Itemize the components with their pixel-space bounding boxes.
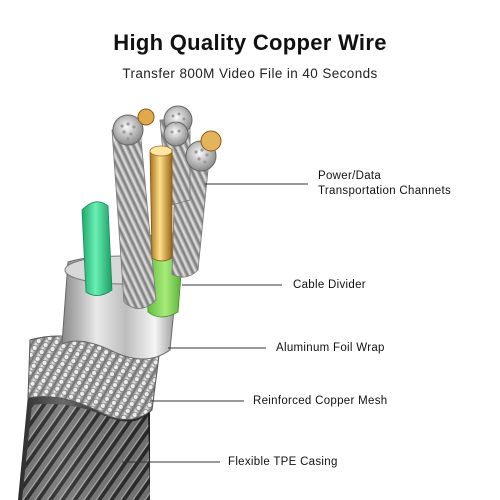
callout-tpe-casing-text: Flexible TPE Casing [228, 456, 338, 468]
callout-power-data-line-2: Transportation Channets [318, 185, 452, 197]
callout-power-data-line-1: Power/Data [318, 170, 382, 182]
callout-cable-divider-text: Cable Divider [293, 279, 366, 291]
gold-core [149, 149, 173, 262]
callout-aluminum-foil: Aluminum Foil Wrap [276, 341, 385, 356]
callout-copper-mesh-text: Reinforced Copper Mesh [253, 395, 388, 407]
tpe-casing-weave [22, 403, 150, 500]
callout-cable-divider: Cable Divider [293, 278, 366, 293]
callout-copper-mesh: Reinforced Copper Mesh [253, 394, 387, 409]
callout-tpe-casing: Flexible TPE Casing [228, 455, 338, 470]
silver-strand-left [111, 127, 157, 309]
page-subtitle: Transfer 800M Video File in 40 Seconds [122, 66, 378, 81]
page-title: High Quality Copper Wire [113, 30, 387, 55]
callout-power-data: Power/Data Transportation Channets [318, 169, 451, 199]
callout-lines [122, 183, 308, 463]
callout-aluminum-foil-text: Aluminum Foil Wrap [276, 342, 385, 354]
strand-ends [112, 105, 222, 172]
gold-core-end [149, 145, 173, 157]
cable-divider-green [81, 201, 113, 296]
